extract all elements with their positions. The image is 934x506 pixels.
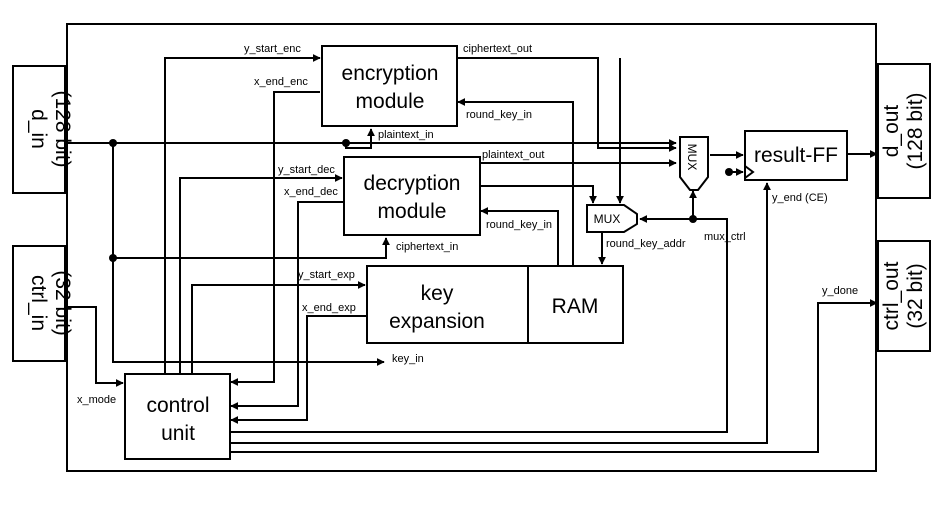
label-y-end-ce: y_end (CE) bbox=[772, 192, 828, 204]
label-x-mode: x_mode bbox=[77, 394, 116, 406]
label-x-end-exp: x_end_exp bbox=[302, 302, 356, 314]
port-d-out-label-1: d_out bbox=[880, 105, 903, 158]
wire-y-start-exp bbox=[191, 281, 366, 373]
clock-triangle bbox=[744, 165, 755, 179]
wire-y-start-dec bbox=[179, 174, 343, 373]
label-plaintext-in: plaintext_in bbox=[378, 129, 434, 141]
key-expansion-block: key expansion RAM bbox=[366, 265, 624, 344]
control-unit-label-2: unit bbox=[161, 422, 195, 445]
port-ctrl-in: ctrl_in (32 bit) bbox=[12, 245, 74, 362]
result-ff: result-FF bbox=[744, 130, 848, 181]
encryption-module: encryption module bbox=[321, 45, 458, 127]
system-boundary bbox=[66, 23, 877, 472]
control-unit: control unit bbox=[124, 373, 231, 460]
control-unit-label-1: control bbox=[146, 394, 209, 417]
wire-ciphertext-out bbox=[457, 57, 677, 152]
ram-label: RAM bbox=[552, 295, 599, 318]
key-expansion-label-1: key bbox=[421, 282, 454, 305]
decryption-module-label-1: decryption bbox=[364, 172, 461, 195]
wire-x-mode bbox=[65, 306, 124, 387]
port-ctrl-in-label-2: (32 bit) bbox=[51, 270, 74, 335]
encryption-module-label-2: module bbox=[356, 90, 425, 113]
mux-round-key: MUX bbox=[586, 204, 638, 233]
port-d-out-label-2: (128 bit) bbox=[904, 92, 927, 169]
label-y-start-exp: y_start_exp bbox=[298, 269, 355, 281]
wire-round-key-in-dec bbox=[480, 207, 559, 266]
label-key-in: key_in bbox=[392, 353, 424, 365]
label-plaintext-out: plaintext_out bbox=[482, 149, 544, 161]
junction-dots bbox=[109, 139, 733, 262]
mux-round-key-label: MUX bbox=[594, 212, 621, 226]
label-y-done: y_done bbox=[822, 285, 858, 297]
wire-mux-ctrl bbox=[231, 218, 728, 433]
label-mux-ctrl: mux_ctrl bbox=[704, 231, 746, 243]
label-x-end-dec: x_end_dec bbox=[284, 186, 338, 198]
decryption-module: decryption module bbox=[343, 156, 481, 236]
result-ff-label: result-FF bbox=[754, 144, 838, 167]
wire-y-done bbox=[231, 299, 878, 453]
label-y-start-enc: y_start_enc bbox=[244, 43, 301, 55]
label-x-end-enc: x_end_enc bbox=[254, 76, 308, 88]
wire-x-end-dec bbox=[230, 201, 344, 410]
signal-labels: y_start_enc x_end_enc ciphertext_out rou… bbox=[77, 43, 858, 406]
wires bbox=[65, 54, 878, 453]
wire-round-key-in-enc bbox=[457, 98, 574, 266]
wire-plaintext-out-to-mux bbox=[480, 185, 597, 204]
label-y-start-dec: y_start_dec bbox=[278, 164, 335, 176]
label-ciphertext-in: ciphertext_in bbox=[396, 241, 458, 253]
port-ctrl-in-label-1: ctrl_in bbox=[27, 275, 50, 331]
port-d-in: d_in (128 bit) bbox=[12, 65, 74, 194]
key-expansion-label-2: expansion bbox=[389, 310, 485, 333]
wire-y-start-enc bbox=[164, 54, 321, 373]
wire-ciphertext-in bbox=[113, 237, 390, 259]
wire-x-end-enc bbox=[230, 91, 320, 386]
port-d-out: d_out (128 bit) bbox=[877, 63, 931, 199]
mux-output-label: MUX bbox=[685, 144, 699, 171]
label-round-key-addr: round_key_addr bbox=[606, 238, 686, 250]
wire-x-end-exp bbox=[230, 315, 366, 424]
label-round-key-in-enc: round_key_in bbox=[466, 109, 532, 121]
port-d-in-label-2: (128 bit) bbox=[51, 90, 74, 167]
mux-output: MUX bbox=[679, 136, 709, 191]
port-ctrl-out: ctrl_out (32 bit) bbox=[877, 240, 931, 352]
label-ciphertext-out: ciphertext_out bbox=[463, 43, 532, 55]
port-d-in-label-1: d_in bbox=[27, 109, 50, 149]
wire-y-end-ce bbox=[231, 182, 771, 444]
wire-key-in bbox=[112, 143, 385, 366]
encryption-module-label-1: encryption bbox=[342, 62, 439, 85]
port-ctrl-out-label-1: ctrl_out bbox=[880, 261, 903, 330]
label-round-key-in-dec: round_key_in bbox=[486, 219, 552, 231]
wire-plaintext-in bbox=[345, 128, 375, 149]
decryption-module-label-2: module bbox=[378, 200, 447, 223]
port-ctrl-out-label-2: (32 bit) bbox=[904, 263, 927, 328]
